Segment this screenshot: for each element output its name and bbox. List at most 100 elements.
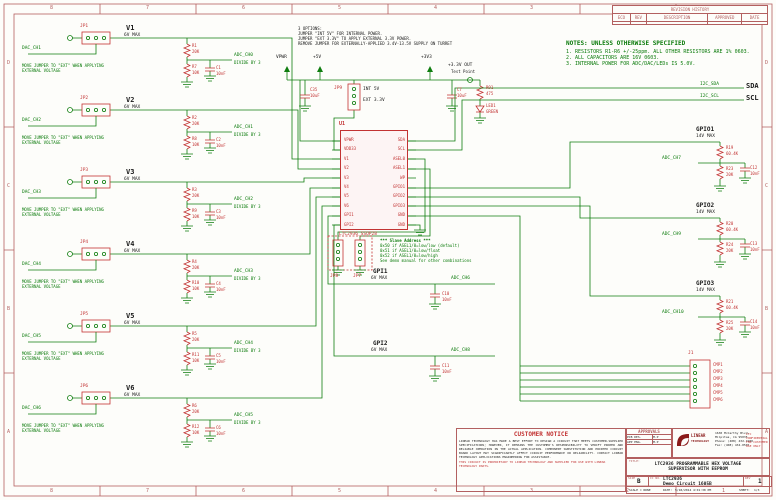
rev-label: REV [745, 476, 751, 480]
c35-value: 10uF [310, 93, 320, 98]
cap-value: 10nF [750, 325, 760, 330]
adc-net-label: ADC_CH9 [662, 232, 681, 237]
adc-net-label: ADC_CH5 [234, 413, 253, 418]
r91-ref: R91 [486, 85, 494, 90]
gpi-block: GPI1 6V MAX ADC_CH6 C10 10nF [345, 268, 515, 328]
resistor-ref: R2 [192, 115, 197, 120]
resistor-value: 10K [192, 358, 200, 363]
options-line: REMOVE JUMPER FOR EXTERNALLY-APPLIED 3.4… [298, 41, 453, 46]
resistor-ref: R3 [192, 187, 197, 192]
supervisor-channel: JP2 DAC_CH2 V2 6V MAX MOVE JUMPER TO "EX… [22, 96, 272, 166]
zone-col-top: 3 [530, 5, 534, 11]
scale-label: SCALE = NONE [629, 488, 651, 492]
zone-row: A A [0, 429, 776, 439]
resistor-value: 20K [192, 121, 200, 126]
zone-col-bottom: 1 [722, 488, 726, 494]
jp7-ref: JP7 [353, 274, 362, 279]
divide-note: DIVIDE BY 3 [234, 348, 261, 353]
notes-block: NOTES: UNLESS OTHERWISE SPECIFIED 1. RES… [566, 40, 762, 67]
address-line: Fax: (408) 434-0507 [715, 443, 750, 447]
customer-notice: CUSTOMER NOTICE LINEAR TECHNOLOGY HAS MA… [456, 428, 626, 492]
dac-net-label: DAC_CH4 [22, 262, 41, 267]
jumper-ref: JP6 [80, 384, 89, 389]
note-item: 2. ALL CAPACITORS ARE 16V 0603. [566, 55, 660, 61]
slave-note-title: *** Slave Address *** [380, 238, 431, 243]
confidential-note: LTC CONFIDENTIAL FOR CUSTOMER USE ONLY [746, 432, 769, 448]
jumper-ref: JP3 [80, 168, 89, 173]
slave-note-line: 0x50 if ASEL1/0=low/low (default) [380, 243, 460, 248]
adc-net-label: ADC_CH8 [451, 348, 470, 353]
size-cell: SIZE B [626, 476, 649, 487]
gpi-vmax: 6V MAX [371, 348, 388, 353]
resistor-ref: R19 [726, 145, 734, 150]
ic-pin-label: V3 [344, 174, 349, 180]
supervisor-channel: JP1 DAC_CH1 V1 6V MAX MOVE JUMPER TO "EX… [22, 24, 272, 94]
revision-history: REVISION HISTORY ECO REV DESCRIPTION APP… [612, 5, 768, 25]
testpoint-sub: Test Point [451, 69, 476, 74]
zone-row-right: B [765, 306, 769, 312]
resistor-ref: R25 [726, 320, 734, 325]
connector-pin-label: CMP4 [713, 383, 723, 388]
channel-note: MOVE JUMPER TO "EXT" WHEN APPLYING EXTER… [22, 279, 104, 289]
cap-ref: C2 [216, 137, 221, 142]
dac-net-label: DAC_CH2 [22, 118, 41, 123]
adc-net-label: ADC_CH2 [234, 197, 253, 202]
gpio-block: GPIO3 14V MAX R21 60.4K R25 20K C14 10nF… [660, 280, 772, 352]
customer-notice-body: LINEAR TECHNOLOGY HAS MADE A BEST EFFORT… [459, 439, 623, 459]
confidential-line: FOR CUSTOMER [746, 440, 768, 444]
resistor-ref: R5 [192, 331, 197, 336]
jp8-ref: JP8 [330, 274, 339, 279]
resistor-ref: R20 [726, 221, 734, 226]
cap-ref: C12 [750, 165, 758, 170]
icno-label: IC NO. [650, 476, 661, 480]
connector-pin-label: CMP6 [713, 397, 723, 402]
options-title: 3 OPTIONS: [298, 26, 323, 31]
slave-note-line: See demo manual for other combinations [380, 258, 472, 263]
lt-logo-icon [677, 434, 689, 446]
zone-row: C C [0, 183, 776, 193]
address-line: Phone: (408) 432-1900 [715, 439, 753, 443]
zone-row-left: B [7, 306, 11, 312]
vpwr-net-label: VPWR [276, 55, 287, 60]
jumper-ref: JP1 [80, 24, 89, 29]
channel-note: MOVE JUMPER TO "EXT" WHEN APPLYING EXTER… [22, 135, 104, 145]
options-note: 3 OPTIONS: JUMPER "INT 5V" FOR INTERNAL … [298, 26, 488, 46]
zone-row-left: D [7, 60, 11, 66]
cap-ref: C5 [216, 353, 221, 358]
cap-value: 10nF [750, 171, 760, 176]
dac-net-label: DAC_CH5 [22, 334, 41, 339]
zone-row-right: A [765, 429, 769, 435]
resistor-ref: R8 [192, 136, 197, 141]
approvals-row: PCB DES. M.P [627, 435, 671, 440]
channel-note: MOVE JUMPER TO "EXT" WHEN APPLYING EXTER… [22, 207, 104, 217]
zone-row-right: C [765, 183, 769, 189]
channel-note: MOVE JUMPER TO "EXT" WHEN APPLYING EXTER… [22, 63, 104, 73]
resistor-value: 10K [192, 142, 200, 147]
led-color: GREEN [486, 109, 499, 114]
gpi-block: GPI2 6V MAX ADC_CH8 C11 10nF [345, 340, 515, 400]
i2c-scl-net-label: I2C_SCL [700, 94, 719, 99]
sda-label: SDA [746, 82, 759, 90]
adc-net-label: ADC_CH3 [234, 269, 253, 274]
title-label: TITLE: [629, 459, 640, 463]
approval-label: APP ENG. [627, 440, 653, 444]
connector-ref: J1 [688, 351, 694, 356]
ic-pin-label: V4 [344, 183, 349, 189]
title-box: TITLE: LTC2936 PROGRAMMABLE HEX VOLTAGE … [626, 458, 770, 476]
resistor-value: 10K [192, 70, 200, 75]
date-label: DATE: [663, 488, 673, 492]
connector-pin-label: CMP2 [713, 369, 723, 374]
cap-value: 10nF [442, 369, 452, 374]
gpio-name: GPIO2 [696, 202, 715, 209]
approval-value: M.P [653, 435, 659, 439]
zone-row-left: C [7, 183, 11, 189]
gpi-wires-svg [345, 283, 495, 310]
channel-name: V1 [126, 24, 135, 32]
cap-ref: C10 [442, 291, 450, 296]
channel-vmax: 6V MAX [124, 249, 141, 254]
cap-ref: C3 [216, 209, 221, 214]
resistor-ref: R12 [192, 424, 200, 429]
options-line: JUMPER "INT 5V" FOR INTERNAL POWER. [298, 31, 383, 36]
